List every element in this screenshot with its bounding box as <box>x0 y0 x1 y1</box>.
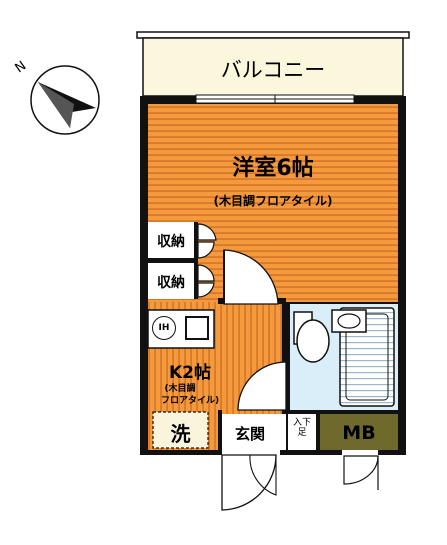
storage-label-2: 収納 <box>157 275 185 291</box>
western-room-name: 洋室6帖 <box>232 156 314 181</box>
western-room-finish: (木目調フロアタイル) <box>213 194 333 208</box>
kitchen-finish-line1: (木目調 <box>164 384 196 394</box>
room-door <box>223 249 279 305</box>
washer-area <box>152 411 209 449</box>
entrance-label: 玄関 <box>234 425 265 443</box>
compass-icon <box>30 65 100 135</box>
toilet <box>293 311 330 363</box>
washer-label: 洗 <box>170 422 191 446</box>
mb-door <box>342 450 379 490</box>
shoe-box <box>288 414 316 450</box>
kitchen-name: K2帖 <box>168 363 211 383</box>
storage-label-1: 収納 <box>157 234 185 250</box>
kitchen-finish-line2: フロアタイル) <box>160 396 220 406</box>
mb-box <box>320 414 398 450</box>
ih-label: IH <box>152 316 176 340</box>
shoe-box-label: 入下足 <box>292 418 311 438</box>
balcony <box>136 31 410 97</box>
bath-door <box>237 361 287 411</box>
balcony-label: バルコニー <box>220 58 326 82</box>
stove-burner <box>185 316 209 340</box>
entrance-door <box>221 450 280 511</box>
mb-label: MB <box>342 422 376 444</box>
bath-partition <box>286 302 290 410</box>
storage-closets <box>148 222 217 299</box>
balcony-window <box>195 94 355 104</box>
washbasin <box>331 309 367 333</box>
entrance-floor <box>222 414 286 450</box>
